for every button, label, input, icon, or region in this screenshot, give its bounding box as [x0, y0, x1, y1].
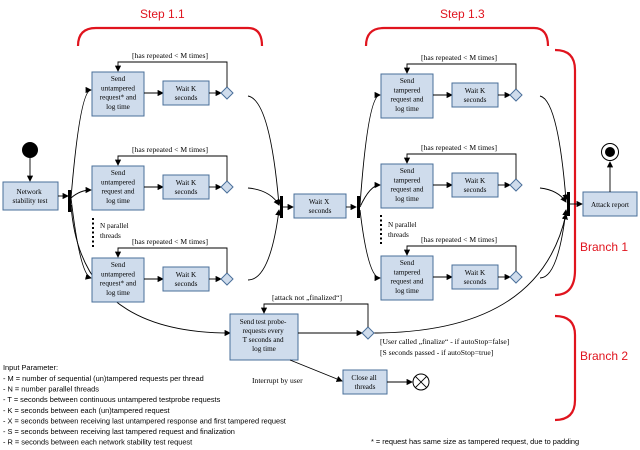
probe-requests-label: Send test probe- requests every T second…: [240, 318, 289, 353]
guard-seconds-passed: [S seconds passed - if autoStop=true]: [380, 348, 493, 357]
right-row-1-wait-box: [451, 82, 499, 108]
probe-requests-box: [229, 313, 299, 361]
left-row-2-wait-box: [162, 174, 210, 200]
input-parameter-item: - S = seconds between receiving last tam…: [3, 427, 235, 436]
input-parameter-item: - T = seconds between continuous untampe…: [3, 395, 221, 404]
right-row-2-send-box: [380, 163, 434, 209]
left-row-2-send-box: [91, 165, 145, 211]
branch-1-label: Branch 1: [580, 240, 628, 254]
attack-report-label: Attack report: [591, 201, 629, 209]
guard-interrupt: Interrupt by user: [252, 376, 303, 385]
wait-x-box: [293, 193, 347, 219]
input-parameter-item: - N = number parallel threads: [3, 385, 99, 394]
left-row-1-guard: [has repeated < M times]: [132, 51, 208, 60]
right-row-1-guard: [has repeated < M times]: [421, 53, 497, 62]
input-parameter-item: - K = seconds between each (un)tampered …: [3, 406, 170, 415]
left-row-3-guard: [has repeated < M times]: [132, 237, 208, 246]
left-row-3-send-box: [91, 257, 145, 303]
right-row-2-decision: [509, 178, 523, 192]
left-row-3-wait-box: [162, 266, 210, 292]
right-row-2-guard: [has repeated < M times]: [421, 143, 497, 152]
left-row-3-decision: [220, 272, 234, 286]
step-1-3-bracket: [364, 26, 550, 47]
input-parameter-item: - M = number of sequential (un)tampered …: [3, 374, 204, 383]
close-threads-box: [342, 369, 388, 395]
input-parameter-item: - X = seconds between receiving last unt…: [3, 416, 286, 425]
right-row-1-decision: [509, 88, 523, 102]
guard-user-finalize: [User called „finalize“ - if autoStop=fa…: [380, 337, 509, 346]
join-bar-2: [567, 192, 570, 216]
input-parameter-title: Input Parameter:: [3, 363, 58, 372]
step-1-3-label: Step 1.3: [440, 7, 485, 21]
guard-not-finalized: [attack not „finalized“]: [272, 293, 342, 302]
close-threads-label: Close all threads: [351, 374, 378, 391]
attack-report-box: [582, 191, 638, 217]
start-node: [22, 142, 38, 158]
right-row-3-guard: [has repeated < M times]: [421, 235, 497, 244]
parallel-threads-right: N parallel threads: [388, 221, 418, 239]
right-row-1-send-box: [380, 73, 434, 119]
branch-1-bracket: [554, 48, 577, 297]
right-row-3-send-box: [380, 255, 434, 301]
probe-decision: [361, 326, 375, 340]
network-stability-test-box: [2, 181, 59, 211]
step-1-1-label: Step 1.1: [140, 7, 185, 21]
input-parameter-list: - M = number of sequential (un)tampered …: [3, 374, 286, 447]
fork-bar-1: [68, 190, 71, 212]
right-row-2-wait-box: [451, 172, 499, 198]
wait-x-label: Wait X seconds: [309, 198, 332, 215]
join-bar-1: [280, 196, 283, 218]
right-row-3-decision: [509, 270, 523, 284]
left-row-1-send-box: [91, 71, 145, 117]
branch-2-label: Branch 2: [580, 349, 628, 363]
left-row-2-decision: [220, 180, 234, 194]
left-row-1-wait-box: [162, 80, 210, 106]
fork-bar-2: [357, 196, 360, 218]
input-parameter-item: - R = seconds between each network stabi…: [3, 438, 192, 447]
parallel-threads-left: N parallel threads: [100, 222, 130, 240]
branch-2-bracket: [554, 314, 577, 422]
step-1-1-bracket: [76, 26, 264, 47]
left-row-2-guard: [has repeated < M times]: [132, 145, 208, 154]
footnote: * = request has same size as tampered re…: [371, 437, 579, 446]
network-stability-test-label: Network stability test: [13, 188, 48, 205]
left-row-1-decision: [220, 86, 234, 100]
